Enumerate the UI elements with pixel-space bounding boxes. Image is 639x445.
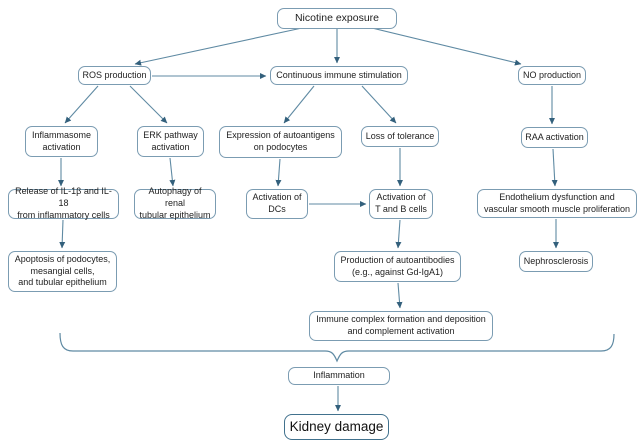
edge-cis-tolerance (361, 85, 397, 124)
edge-nicotine-ros (134, 27, 303, 66)
edge-ros-inflammasome (64, 85, 99, 124)
node-nephrosclerosis: Nephrosclerosis (519, 251, 593, 272)
node-activation-t-b-cells: Activation of T and B cells (369, 189, 433, 219)
node-continuous-immune-stimulation: Continuous immune stimulation (270, 66, 408, 85)
edge-erk-autophagy (169, 157, 176, 187)
edge-ros-erk (129, 85, 168, 124)
node-production-of-autoantibodies: Production of autoantibodies (e.g., agai… (334, 251, 461, 282)
node-expression-of-autoantigens: Expression of autoantigens on podocytes (219, 126, 342, 158)
node-endothelium-dysfunction: Endothelium dysfunction and vascular smo… (477, 189, 637, 218)
node-inflammasome-activation: Inflammasome activation (25, 126, 98, 157)
edge-cis-autoantigens (283, 85, 315, 124)
node-raa-activation: RAA activation (521, 127, 588, 148)
edge-tb-autoantibodies (395, 219, 402, 249)
node-release-of-il1b-il18: Release of IL-1β and IL-18 from inflamma… (8, 186, 119, 220)
node-apoptosis: Apoptosis of podocytes, mesangial cells,… (8, 251, 117, 292)
node-inflammation: Inflammation (288, 367, 390, 385)
node-erk-pathway-activation: ERK pathway activation (137, 126, 204, 157)
edge-raa-endo (551, 148, 558, 187)
node-activation-of-dcs: Activation of DCs (246, 189, 308, 219)
edge-autoantibodies-complex (396, 282, 403, 309)
node-no-production: NO production (518, 66, 586, 85)
brace-all-pathways (59, 332, 615, 363)
edge-autoantigens-dcs (275, 158, 282, 187)
node-ros-production: ROS production (78, 66, 151, 85)
node-autophagy-renal-tubular: Autophagy of renal tubular epithelium (134, 186, 216, 220)
node-kidney-damage: Kidney damage (284, 414, 389, 440)
node-loss-of-tolerance: Loss of tolerance (361, 126, 439, 147)
edge-il-apoptosis (59, 219, 66, 249)
node-immune-complex-formation: Immune complex formation and deposition … (309, 311, 493, 341)
edge-nicotine-no (371, 27, 522, 66)
node-nicotine-exposure: Nicotine exposure (277, 8, 397, 29)
